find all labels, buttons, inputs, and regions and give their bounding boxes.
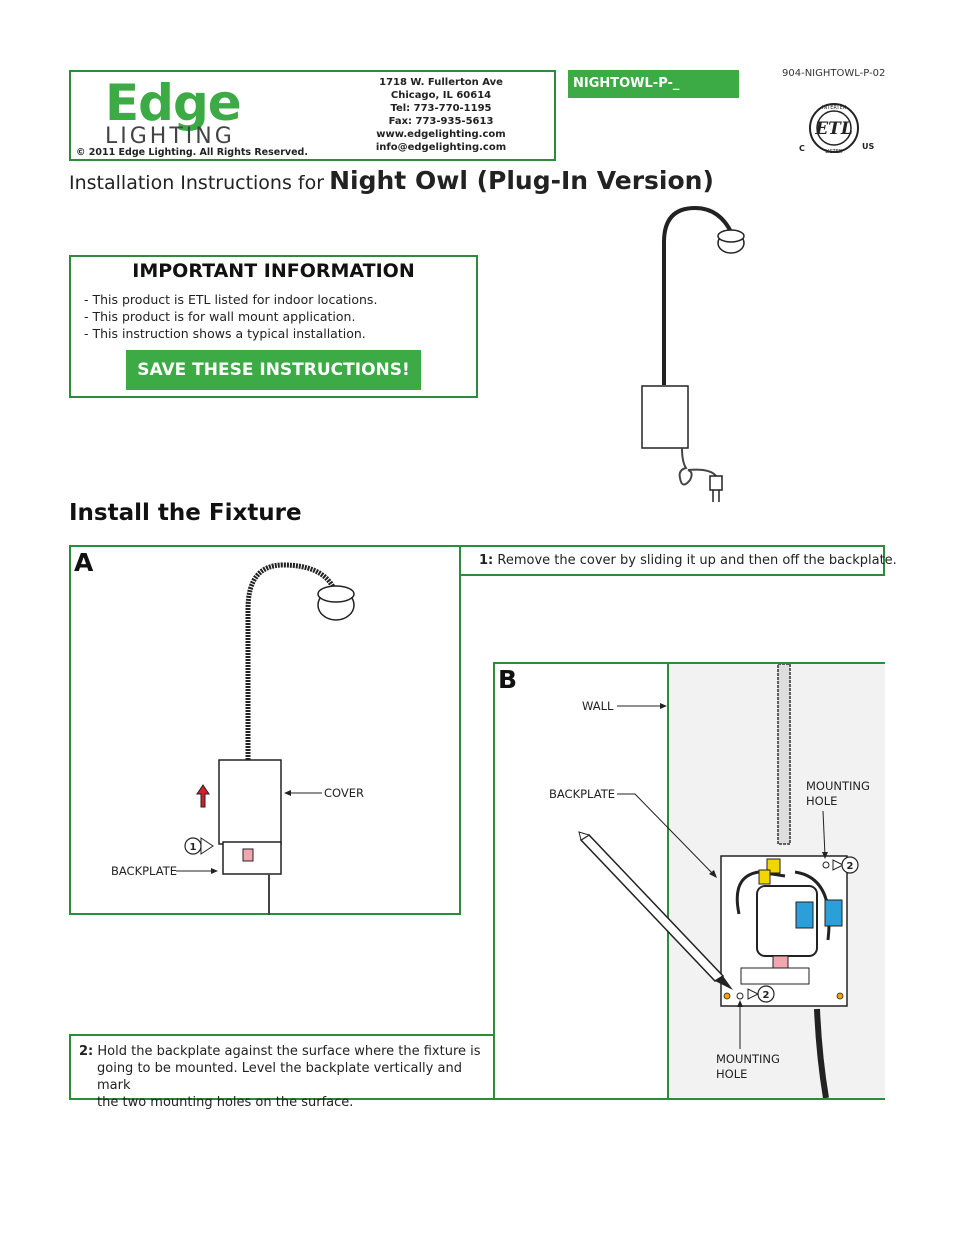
copyright-text: © 2011 Edge Lighting. All Rights Reserve… [76, 147, 308, 158]
mounting-hole-label-top: MOUNTING [806, 779, 870, 793]
panel-b: B 2 2 WALL [493, 662, 885, 1100]
page-title: Installation Instructions for Night Owl … [69, 166, 714, 195]
wall-label: WALL [582, 699, 614, 713]
cover-shape [218, 759, 282, 845]
company-address: 1718 W. Fullerton Ave Chicago, IL 60614 … [361, 76, 521, 154]
logo-lighting-wordmark: LIGHTING [105, 124, 235, 149]
step-2-number: 2: [79, 1044, 94, 1059]
logo-edge-wordmark: Edge [105, 74, 242, 132]
step-2-instruction: 2: Hold the backplate against the surfac… [69, 1034, 495, 1110]
panel-a: A 1 COVER BACKPLATE [69, 545, 461, 915]
company-logo-box: Edge LIGHTING © 2011 Edge Lighting. All … [69, 70, 556, 161]
important-item: - This product is ETL listed for indoor … [84, 292, 378, 307]
title-prefix: Installation Instructions for [69, 172, 325, 194]
step-1-callout [184, 837, 202, 855]
address-website: www.edgelighting.com [376, 129, 506, 140]
address-city: Chicago, IL 60614 [390, 90, 492, 101]
mounting-hole-label-top-2: HOLE [806, 794, 838, 808]
step-1-instruction: 1: Remove the cover by sliding it up and… [459, 545, 897, 576]
address-street: 1718 W. Fullerton Ave [379, 77, 503, 88]
important-item: - This product is for wall mount applica… [84, 309, 356, 324]
etl-us-text: US [862, 142, 874, 151]
important-item: - This instruction shows a typical insta… [84, 326, 366, 341]
important-heading: IMPORTANT INFORMATION [132, 260, 415, 282]
address-email: info@edgelighting.com [375, 142, 507, 153]
etl-listed-mark: ETL INTERTEK LISTED C US [799, 103, 874, 155]
etl-listed-text: LISTED [825, 149, 843, 155]
step-2-callout-number: 2 [847, 861, 854, 872]
step-1-text: Remove the cover by sliding it up and th… [497, 553, 897, 568]
lamp-head-icon [317, 585, 355, 621]
lamp-head-icon [717, 229, 745, 254]
cover-label: COVER [324, 786, 365, 800]
address-tel: Tel: 773-770-1195 [390, 103, 492, 114]
backplate-label: BACKPLATE [549, 787, 615, 801]
step-2-callout [757, 985, 775, 1003]
address-fax: Fax: 773-935-5613 [388, 116, 494, 127]
install-section-heading: Install the Fixture [69, 500, 302, 526]
step-2-line-1: Hold the backplate against the surface w… [97, 1044, 481, 1059]
pencil-icon [578, 831, 733, 990]
step-2-callout-number: 2 [763, 990, 770, 1001]
etl-mark-text: ETL [814, 119, 853, 139]
product-illustration [641, 205, 745, 502]
save-instructions-banner: SAVE THESE INSTRUCTIONS! [126, 350, 421, 390]
step-2-line-2: going to be mounted. Level the backplate… [97, 1061, 462, 1093]
step-2-line-3: the two mounting holes on the surface. [97, 1095, 354, 1110]
panel-a-diagram: 1 [176, 562, 355, 915]
wall-edge-line [667, 664, 669, 1098]
mounting-hole-label-bottom: MOUNTING [716, 1052, 780, 1066]
step-2-callout [841, 856, 859, 874]
important-list: - This product is ETL listed for indoor … [84, 291, 377, 342]
up-arrow-icon [196, 784, 210, 808]
panel-a-letter: A [74, 548, 94, 577]
model-number-badge: NIGHTOWL-P-_ [568, 70, 739, 98]
plug-icon [709, 475, 723, 502]
cover-box-shape [641, 385, 689, 449]
etl-c-text: C [799, 144, 805, 153]
title-product-name: Night Owl (Plug-In Version) [329, 166, 714, 195]
step-1-callout-number: 1 [190, 842, 197, 853]
callout-pointer [200, 837, 214, 855]
panel-b-letter: B [498, 665, 518, 694]
document-number: 904-NIGHTOWL-P-02 [782, 68, 886, 79]
step-1-number: 1: [479, 553, 494, 568]
important-information-box: IMPORTANT INFORMATION - This product is … [69, 255, 478, 398]
etl-intertek-text: INTERTEK [822, 105, 847, 111]
panel-b-diagram: 2 2 [578, 664, 859, 1098]
mounting-hole-label-bottom-2: HOLE [716, 1067, 748, 1081]
backplate-label: BACKPLATE [111, 864, 177, 878]
